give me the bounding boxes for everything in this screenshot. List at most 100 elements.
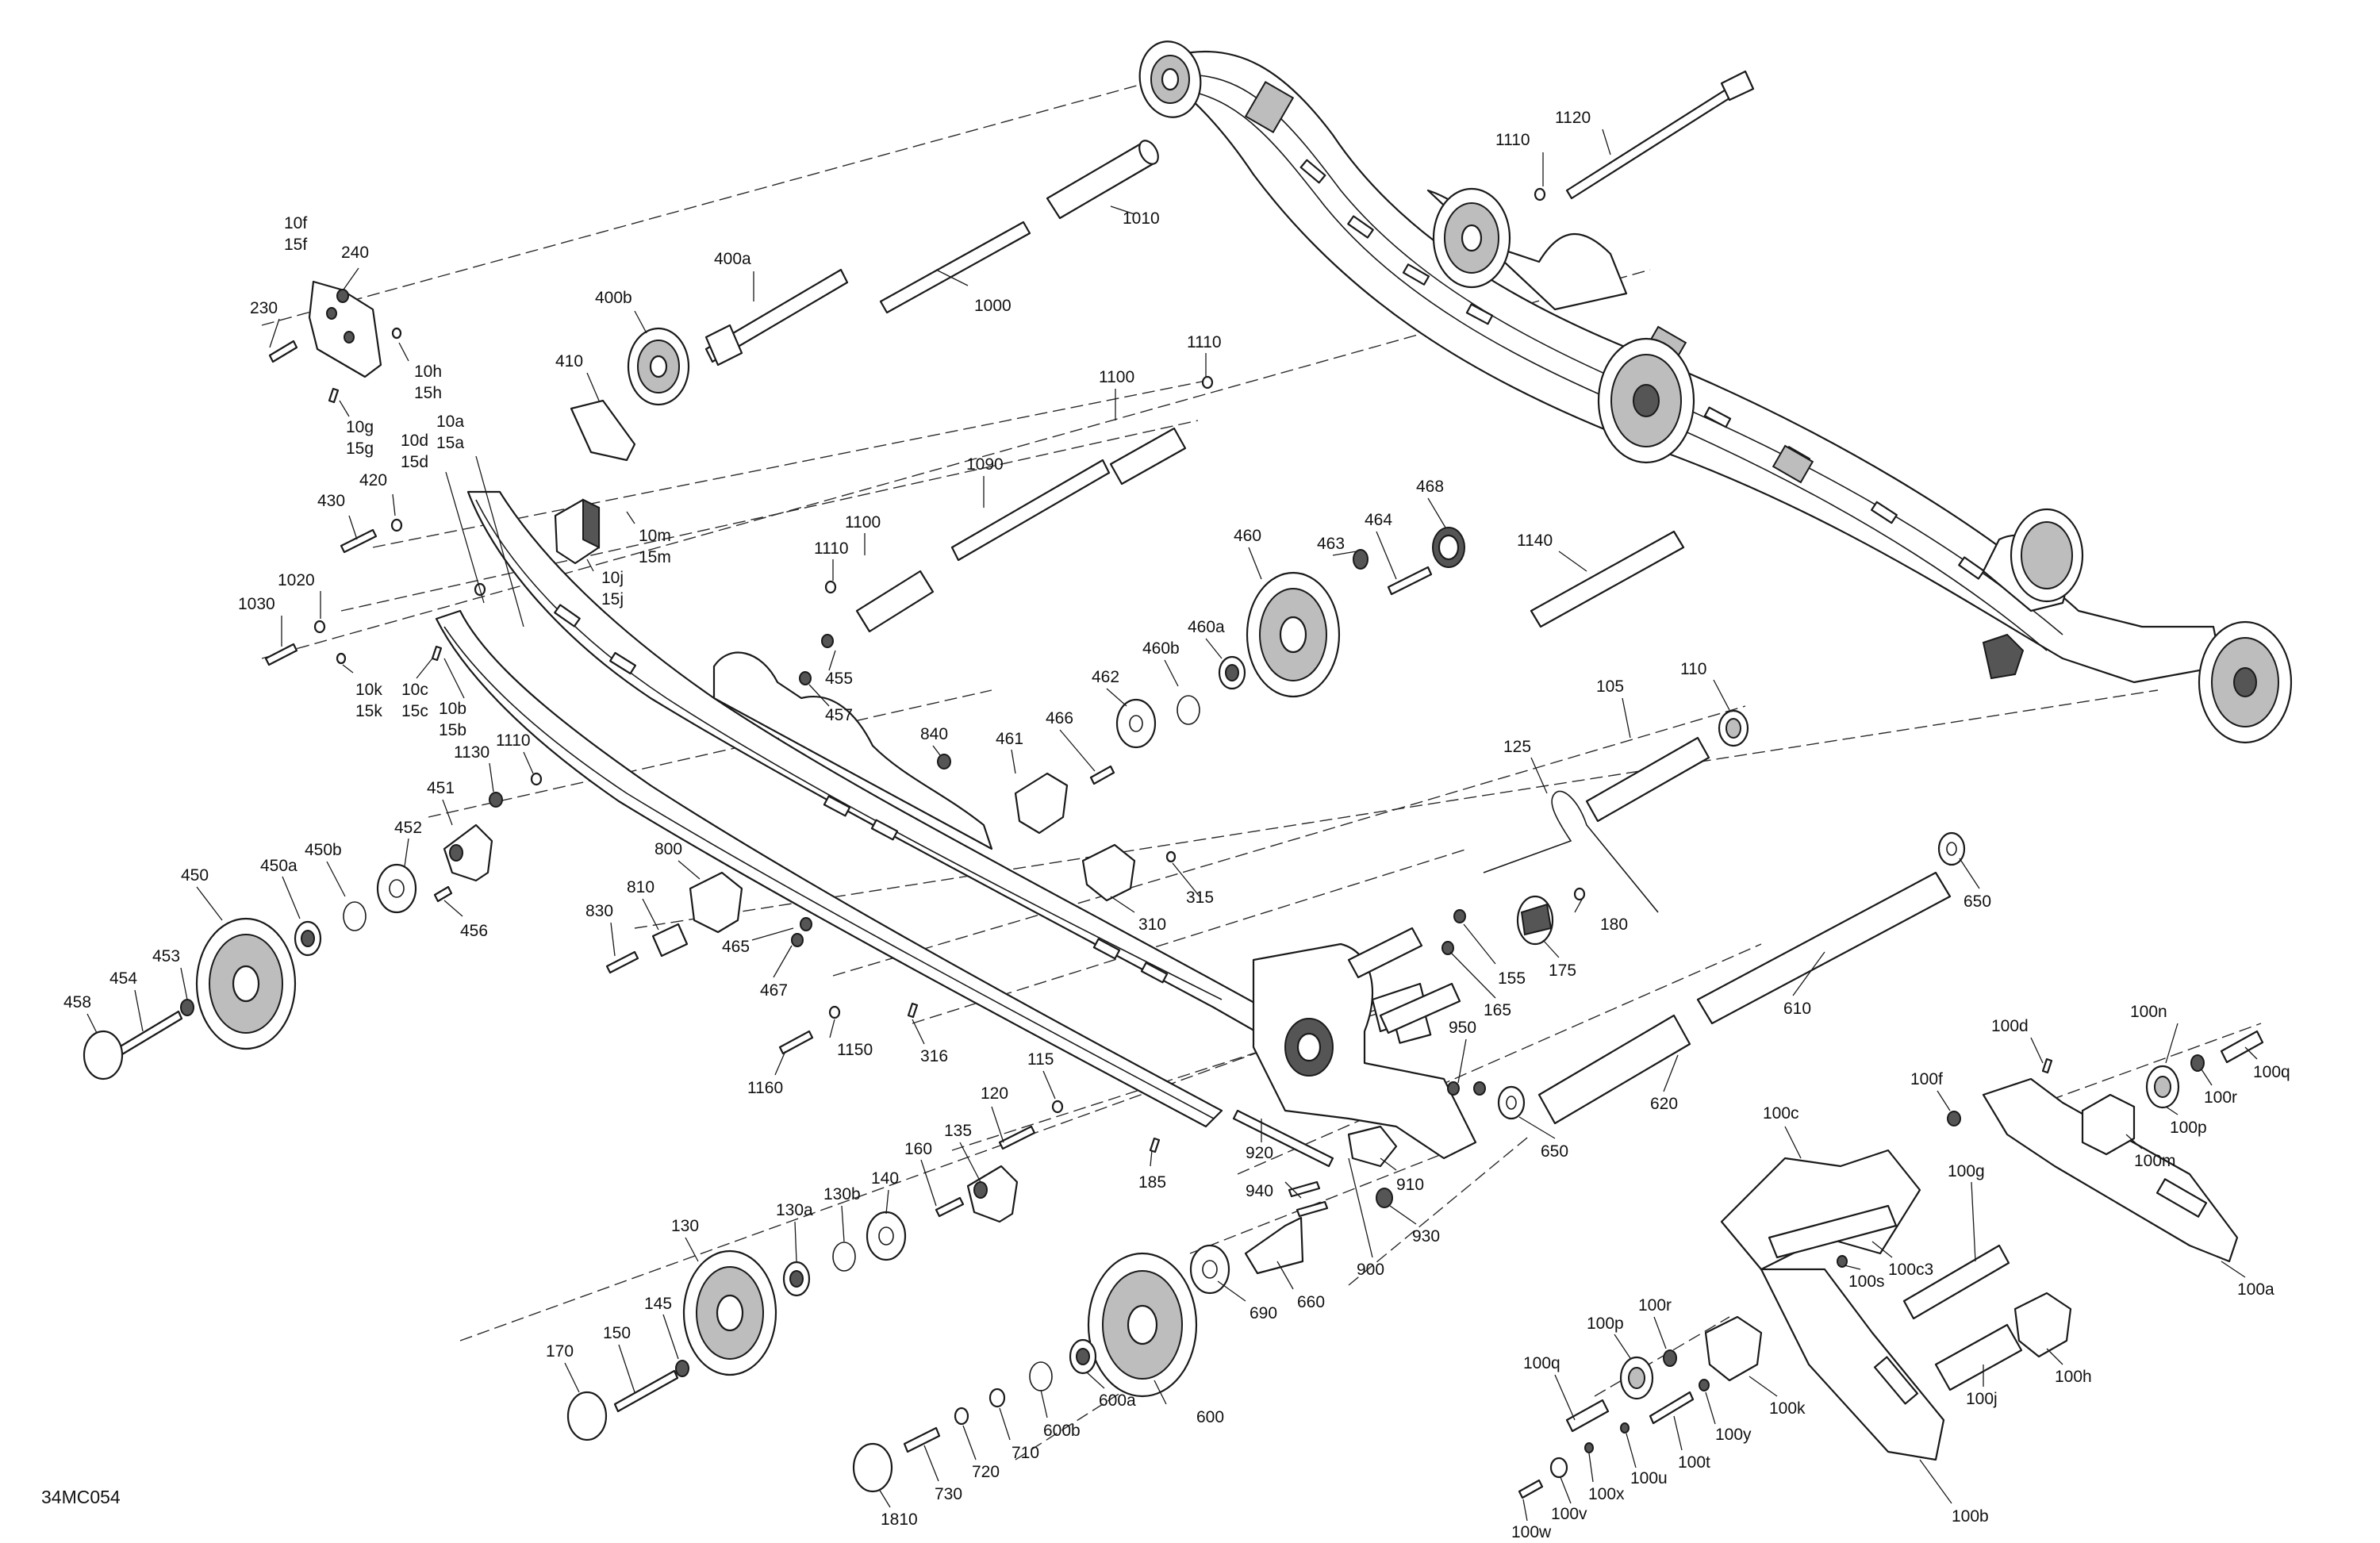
rear-idler-wheel-mid-1 [1432,187,1511,289]
callout-461: 461 [996,730,1023,748]
callout-710: 710 [1012,1444,1039,1462]
ring-130b [832,1242,856,1272]
callout-100q-upper: 100q [2253,1063,2290,1081]
callout-15b: 15b [439,721,466,739]
callout-15c: 15c [401,702,428,720]
front-rail-slots [554,604,1169,984]
callout-180: 180 [1600,915,1628,934]
rear-rail-assembly [1165,50,2223,684]
callout-451: 451 [427,779,455,797]
callout-840: 840 [920,725,948,743]
ring-460b [1177,695,1200,725]
callout-140: 140 [871,1169,899,1188]
callout-165: 165 [1484,1001,1511,1019]
callout-1000: 1000 [974,297,1012,315]
spacer-1100-upper [1109,427,1187,486]
callout-10m: 10m [639,527,671,545]
washer-650-lower [1497,1085,1526,1120]
arm-100b [1760,1268,1945,1461]
callout-830: 830 [585,902,613,920]
callout-155: 155 [1498,969,1526,988]
tube-section-rear-bracket [1347,927,1461,1034]
callout-10d: 10d [401,432,428,450]
ring-600b [1029,1361,1053,1391]
washer-100r-lower [1663,1349,1677,1367]
rear-idler-wheel-end-2 [2198,620,2293,744]
washer-690 [1189,1244,1230,1295]
callout-100m: 100m [2134,1152,2176,1170]
callout-100g: 100g [1948,1162,1985,1180]
callout-620: 620 [1650,1095,1678,1113]
callout-100u: 100u [1630,1469,1668,1487]
callout-15f: 15f [284,236,307,254]
wheel-460 [1246,571,1341,698]
callout-120: 120 [981,1084,1008,1103]
callout-130: 130 [671,1217,699,1235]
callout-10g: 10g [346,418,374,436]
bolt-464 [1387,566,1433,596]
pivot-100h [2013,1292,2072,1358]
callout-950: 950 [1449,1019,1476,1037]
washer-720 [954,1407,969,1426]
callout-900: 900 [1357,1261,1384,1279]
washer-100v [1549,1457,1568,1479]
callout-1810: 1810 [881,1510,918,1529]
callout-315: 315 [1186,889,1214,907]
callout-464: 464 [1365,511,1392,529]
callout-610: 610 [1783,1000,1811,1018]
leader-lines [86,129,2258,1522]
callout-454: 454 [109,969,137,988]
callout-100c: 100c [1763,1104,1799,1123]
tube-105 [1585,736,1710,823]
callout-800: 800 [654,840,682,858]
callout-420: 420 [359,471,387,489]
callout-650-lower: 650 [1541,1142,1568,1161]
callout-450a: 450a [260,857,298,875]
callout-105: 105 [1596,677,1624,696]
callout-810: 810 [627,878,654,896]
washer-463 [1353,549,1368,570]
washer-710 [988,1388,1006,1408]
diagram-code: 34MC054 [41,1487,121,1507]
bushing-100m [2081,1093,2136,1156]
callout-1130: 1130 [454,743,489,762]
callout-15m: 15m [639,548,671,566]
callout-400a: 400a [714,250,751,268]
bracket-135 [966,1165,1019,1223]
washer-140 [866,1211,907,1261]
callout-457: 457 [825,706,853,724]
callout-100x: 100x [1588,1485,1625,1503]
block-310 [1081,843,1136,902]
bushing-110 [1718,709,1749,747]
wheel-400b [627,327,690,406]
callout-130a: 130a [776,1201,813,1219]
callout-135: 135 [944,1122,972,1140]
callout-400b: 400b [595,289,632,307]
cone-660 [1244,1216,1304,1275]
tube-1140 [1530,530,1685,628]
callout-15a: 15a [436,434,464,452]
callout-230: 230 [250,299,278,317]
callout-10j: 10j [601,569,624,587]
callout-468: 468 [1416,478,1444,496]
washer-452 [376,863,417,914]
callout-940: 940 [1246,1182,1273,1200]
callout-10c: 10c [401,681,428,699]
tube-100g [1902,1244,2010,1320]
cap-1810 [852,1442,893,1493]
bracket-451 [443,823,493,882]
callout-10f: 10f [284,214,307,232]
callout-430: 430 [317,492,345,510]
tube-1010 [1046,140,1159,220]
callout-1010: 1010 [1123,209,1160,228]
callout-456: 456 [460,922,488,940]
bushing-100p-upper [2145,1065,2180,1109]
callout-1110-upper: 1110 [1187,333,1222,351]
arm-100c [1720,1149,1921,1271]
callout-15h: 15h [414,384,442,402]
callout-10h: 10h [414,363,442,381]
bolt-100q-lower [1565,1399,1610,1433]
callout-460: 460 [1234,527,1261,545]
callout-100f: 100f [1910,1070,1943,1088]
